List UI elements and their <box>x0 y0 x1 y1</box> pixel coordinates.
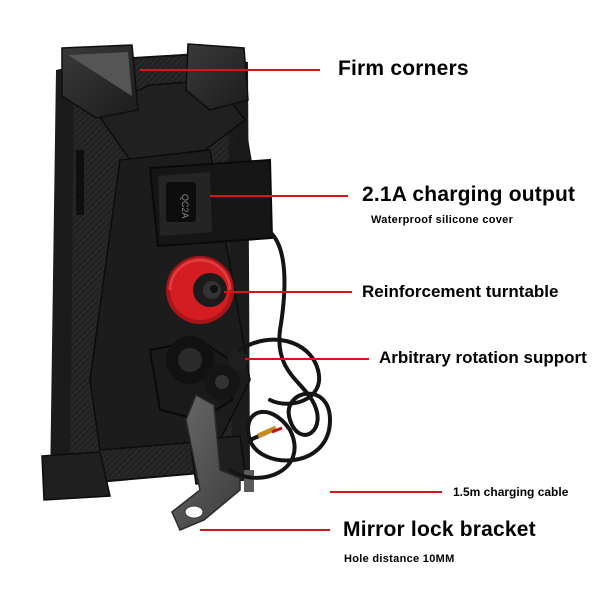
leader-line-firm-corners <box>140 69 320 71</box>
leader-line-charging-output <box>210 195 348 197</box>
label-bracket: Mirror lock bracket <box>343 518 536 541</box>
label-charging-output: 2.1A charging output <box>362 183 576 206</box>
label-bracket-note: Hole distance 10MM <box>344 553 455 565</box>
rotation-clamp <box>148 336 248 422</box>
reinforcement-turntable <box>166 256 234 324</box>
cable-connector <box>256 425 278 439</box>
leader-line-cable <box>330 491 442 493</box>
label-rotation-support: Arbitrary rotation support <box>379 348 587 367</box>
top-corners <box>61 43 249 119</box>
leader-line-rotation-support <box>245 358 369 360</box>
label-cable: 1.5m charging cable <box>453 485 569 499</box>
label-turntable: Reinforcement turntable <box>362 282 559 301</box>
usb-port-label: QC2A <box>180 194 190 219</box>
leader-line-bracket <box>200 529 330 531</box>
usb-charger: QC2A <box>148 158 274 248</box>
mirror-bracket <box>171 393 254 531</box>
label-charging-output-note: Waterproof silicone cover <box>371 214 514 226</box>
leader-line-turntable <box>224 291 352 293</box>
label-firm-corners: Firm corners <box>338 57 469 80</box>
